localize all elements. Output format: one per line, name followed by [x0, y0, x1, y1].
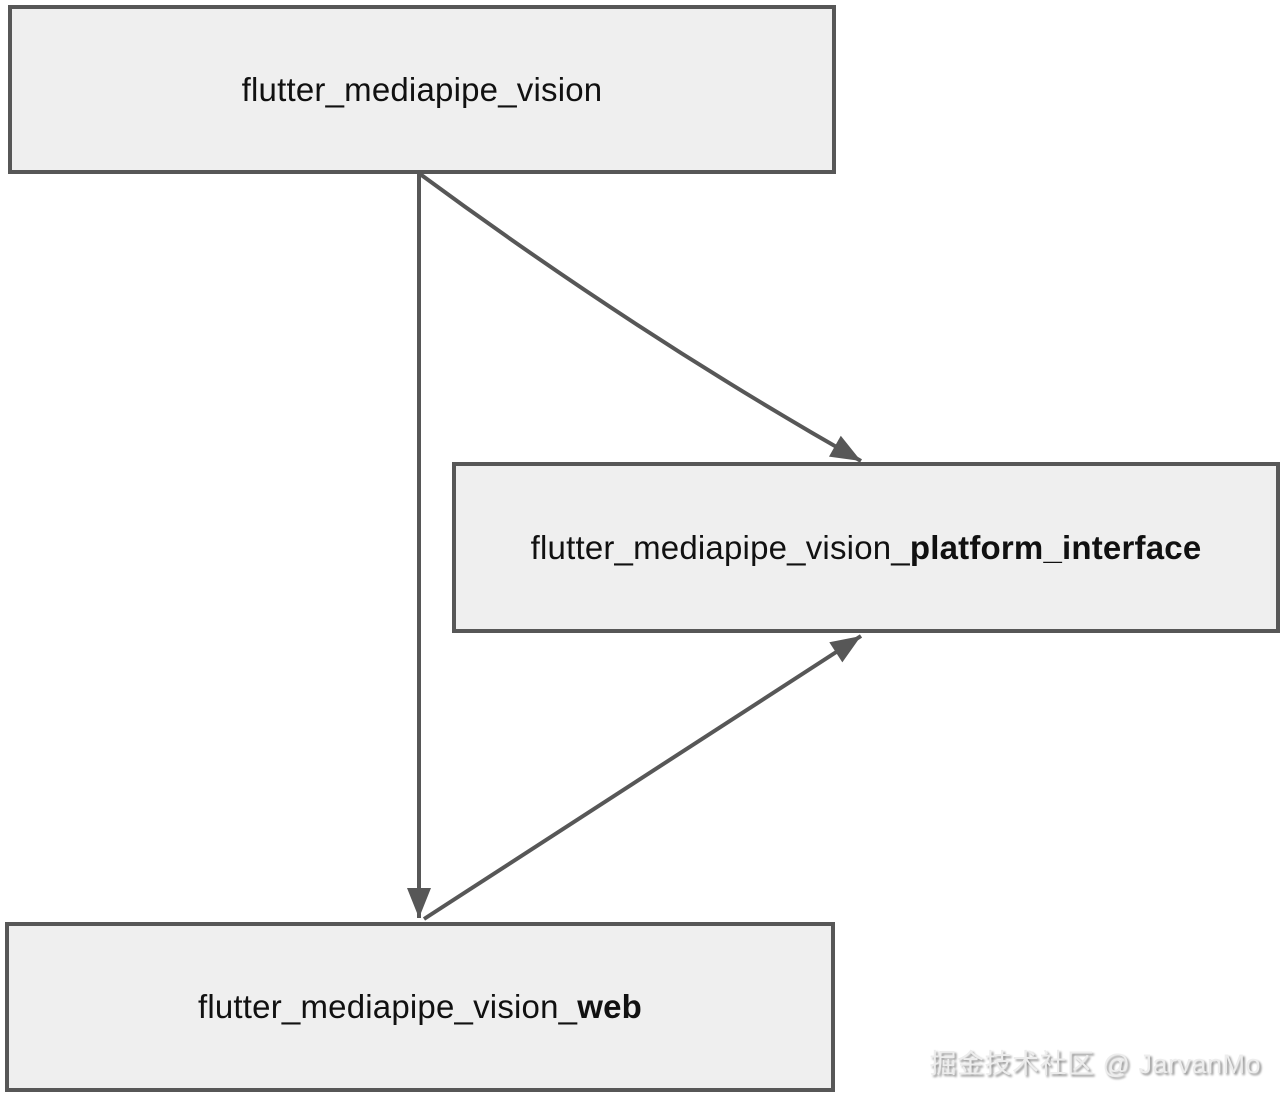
node-label: flutter_mediapipe_vision_platform_interf…: [531, 529, 1202, 567]
edge-vision-to-platform-interface: [418, 172, 862, 463]
node-flutter-mediapipe-vision-platform-interface: flutter_mediapipe_vision_platform_interf…: [452, 462, 1280, 633]
watermark: 掘金技术社区 @ JarvanMo: [929, 1049, 1261, 1079]
node-label: flutter_mediapipe_vision: [242, 71, 603, 109]
node-label: flutter_mediapipe_vision_web: [198, 988, 642, 1026]
node-label-regular: flutter_mediapipe_vision_: [197, 988, 578, 1025]
edge-web-to-platform-interface: [422, 634, 863, 921]
node-label-bold: web: [577, 988, 642, 1025]
node-flutter-mediapipe-vision: flutter_mediapipe_vision: [8, 5, 836, 174]
node-label-bold: platform_interface: [909, 528, 1202, 566]
node-label-regular: flutter_mediapipe_vision: [241, 70, 603, 108]
node-flutter-mediapipe-vision-web: flutter_mediapipe_vision_web: [5, 922, 835, 1092]
node-label-regular: flutter_mediapipe_vision_: [530, 528, 910, 566]
